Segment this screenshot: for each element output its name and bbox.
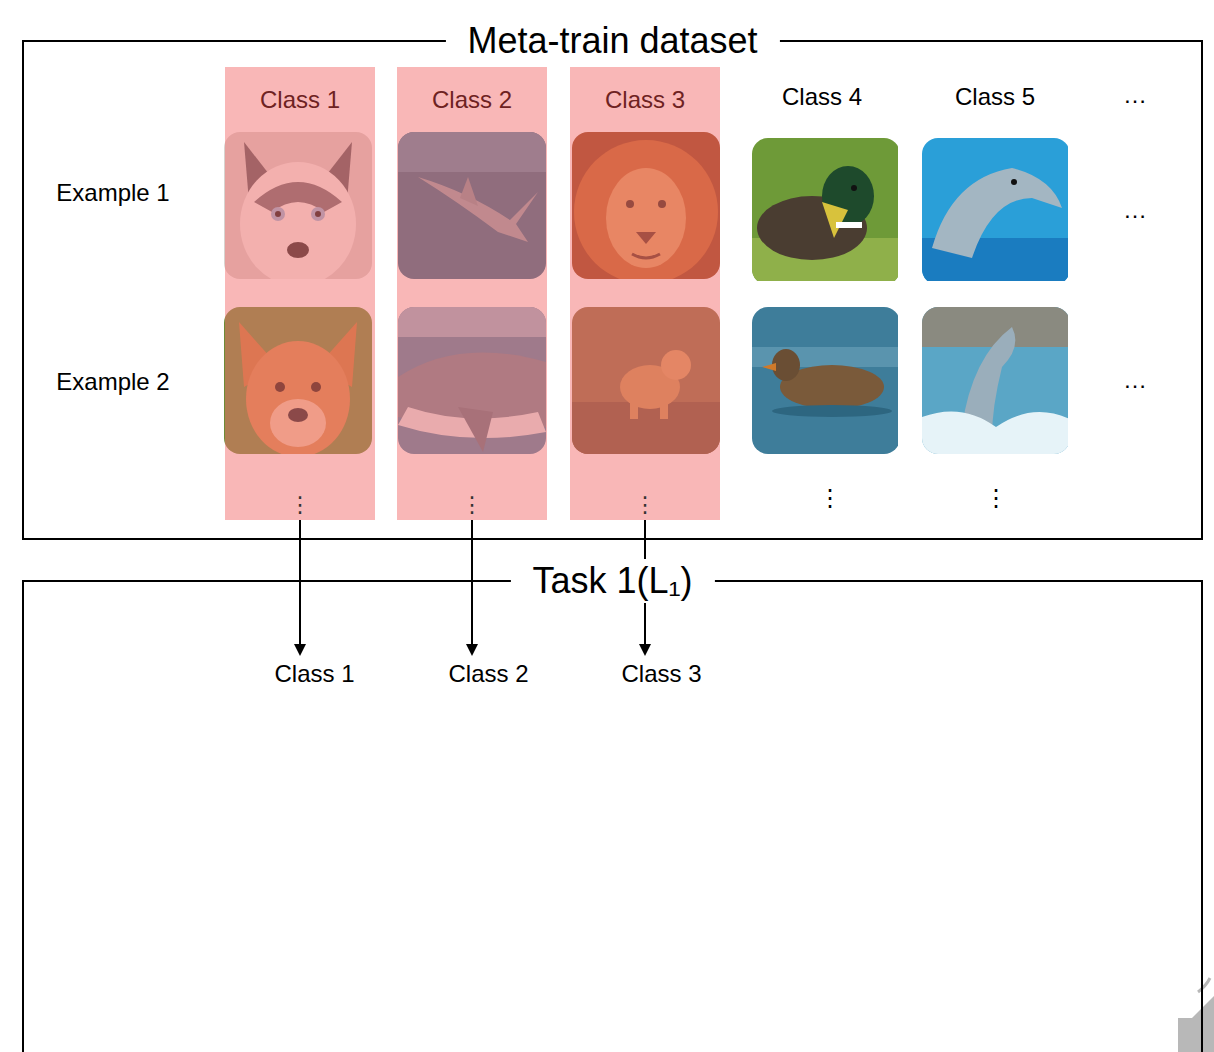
dolphin-photo [922, 138, 1070, 285]
class-name: Class 4 [782, 82, 862, 112]
box-title: Meta-train dataset [445, 19, 779, 63]
class-name: Class 3 [570, 85, 720, 115]
class-name: Class 3 [622, 659, 702, 689]
class-name: Class 1 [225, 85, 375, 115]
more-dots: … [1123, 365, 1147, 395]
dolphin-photo [922, 307, 1070, 454]
class-name: Class 1 [275, 659, 355, 689]
task-box: Task 1(L₁)Class 1Class 2Class 3 [22, 580, 1203, 1052]
box-title: Task 1(L₁) [510, 559, 714, 603]
more-dots: ⋮ [984, 483, 1008, 513]
speaker-icon [1178, 978, 1214, 1052]
more-dots: ⋮ [397, 492, 547, 518]
more-dots: … [1123, 80, 1147, 110]
class-name: Class 5 [955, 82, 1035, 112]
more-dots: ⋮ [818, 483, 842, 513]
class-name: Class 2 [449, 659, 529, 689]
arrow-connector [471, 520, 473, 654]
class-band: Class 2 ⋮ [397, 67, 547, 520]
class-band: Class 3 ⋮ [570, 67, 720, 520]
dataset-box: Meta-train datasetClass 1⋮Class 2⋮Class … [22, 40, 1203, 540]
more-dots: ⋮ [570, 492, 720, 518]
arrow-connector [299, 520, 301, 654]
duck-photo [752, 307, 900, 454]
more-dots: ⋮ [225, 492, 375, 518]
more-dots: … [1123, 195, 1147, 225]
row-label: Example 1 [56, 178, 169, 208]
task-class: Class 2 [443, 657, 535, 691]
task-class: Class 3 [616, 657, 708, 691]
task-class: Class 1 [269, 657, 361, 691]
class-band: Class 1 ⋮ [225, 67, 375, 520]
row-label: Example 2 [56, 367, 169, 397]
class-name: Class 2 [397, 85, 547, 115]
duck-photo [752, 138, 900, 285]
